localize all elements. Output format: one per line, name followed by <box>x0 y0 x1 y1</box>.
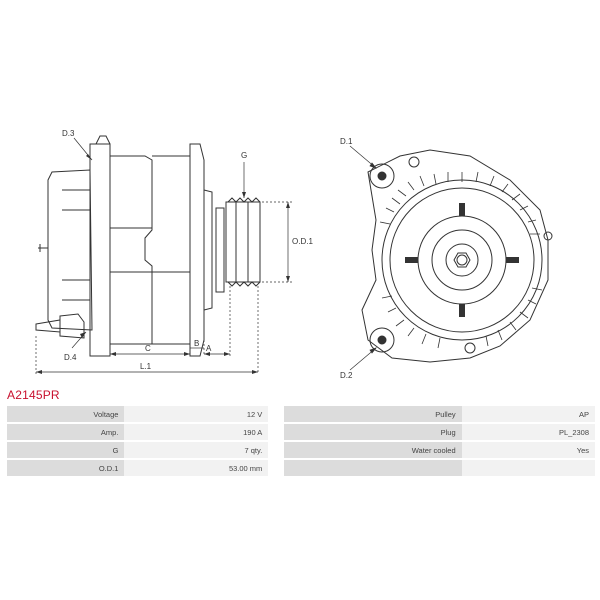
spec-value: AP <box>461 406 595 422</box>
label-d2: D.2 <box>340 371 353 380</box>
label-l1: L.1 <box>140 362 152 371</box>
spec-value: 190 A <box>124 424 269 440</box>
pulley-grooves-bottom <box>227 281 261 287</box>
pulley-inner <box>431 229 493 291</box>
spec-row: G 7 qty. Water cooled Yes <box>7 442 595 458</box>
spec-key: O.D.1 <box>7 460 125 476</box>
rear-flange <box>89 143 111 357</box>
housing-front-half <box>152 155 191 345</box>
spec-value: 53.00 mm <box>124 460 269 476</box>
rear-cover-ribs <box>62 189 90 301</box>
label-d4: D.4 <box>64 353 77 362</box>
spec-row: O.D.1 53.00 mm <box>7 460 595 476</box>
spec-row: Amp. 190 A Plug PL_2308 <box>7 424 595 440</box>
mount-d2 <box>369 327 395 353</box>
label-g: G <box>241 151 247 160</box>
front-hub <box>203 189 213 311</box>
spec-key: Voltage <box>7 406 125 422</box>
side-dimensions <box>35 137 292 374</box>
front-leaders <box>349 145 378 371</box>
label-a: A <box>206 344 212 353</box>
pulley-face <box>417 215 507 305</box>
bolt-bottom <box>464 342 476 354</box>
spec-value: 7 qty. <box>124 442 269 458</box>
label-c: C <box>145 344 151 353</box>
spec-value: Yes <box>461 442 595 458</box>
mount-d1 <box>369 163 395 189</box>
spec-key <box>284 460 462 476</box>
part-number-title: A2145PR <box>7 388 60 402</box>
alternator-drawing-svg: D.3 D.4 G O.D.1 C B A L.1 <box>35 129 553 380</box>
pulley-body <box>225 201 261 283</box>
pulley-grooves-top <box>227 197 261 203</box>
housing-seam <box>110 227 190 273</box>
terminal-plug <box>35 319 61 333</box>
bolt-right <box>543 231 553 241</box>
side-dimension-arrows <box>36 154 290 374</box>
spec-key: Plug <box>284 424 462 440</box>
technical-drawing: D.3 D.4 G O.D.1 C B A L.1 <box>0 100 600 390</box>
side-view <box>35 135 261 357</box>
front-housing-outline <box>361 149 549 363</box>
pulley-nut <box>453 252 471 268</box>
spec-value <box>461 460 595 476</box>
top-lug <box>95 135 111 145</box>
shaft <box>456 254 468 266</box>
front-view <box>361 149 553 363</box>
front-inner-ring <box>389 187 535 333</box>
spec-value: 12 V <box>124 406 269 422</box>
rear-cover <box>47 169 93 331</box>
vent-slots <box>379 171 543 349</box>
label-od1: O.D.1 <box>292 237 313 246</box>
bolt-top <box>408 156 420 168</box>
shaft-ring <box>215 207 225 293</box>
front-flange <box>189 143 205 357</box>
spec-row: Voltage 12 V Pulley AP <box>7 406 595 422</box>
spec-table: Voltage 12 V Pulley AP Amp. 190 A Plug P… <box>7 404 595 478</box>
terminal-b-plus <box>38 244 48 252</box>
nut-ring <box>445 243 479 277</box>
label-d1: D.1 <box>340 137 353 146</box>
label-d3: D.3 <box>62 129 75 138</box>
spec-value: PL_2308 <box>461 424 595 440</box>
plug-housing <box>59 313 85 339</box>
spec-key: G <box>7 442 125 458</box>
housing-rear-half <box>109 155 153 345</box>
spec-key: Pulley <box>284 406 462 422</box>
label-b: B <box>194 339 199 348</box>
spec-key: Amp. <box>7 424 125 440</box>
pulley-lines <box>235 202 249 282</box>
housing-spokes <box>405 203 519 317</box>
spec-key: Water cooled <box>284 442 462 458</box>
